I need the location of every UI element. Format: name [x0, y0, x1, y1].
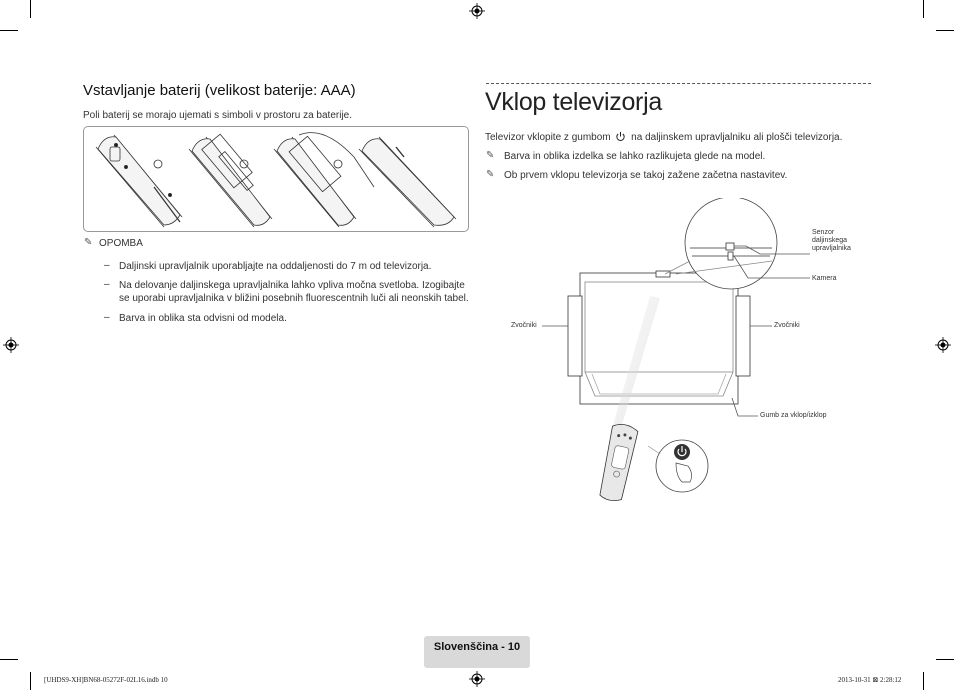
crop-mark	[936, 30, 954, 31]
sensor-label-line: Senzor	[812, 229, 835, 236]
page-number-text: Slovenščina - 10	[433, 641, 521, 653]
page-number-badge: Slovenščina - 10	[424, 636, 530, 668]
note-item: Daljinski upravljalnik uporabljajte na o…	[119, 261, 432, 272]
crop-mark	[0, 30, 18, 31]
registration-mark-icon	[469, 3, 485, 19]
power-intro-start: Televizor vklopite z gumbom	[485, 132, 611, 143]
registration-mark-icon	[469, 671, 485, 687]
power-intro: Televizor vklopite z gumbom na daljinske…	[485, 131, 842, 144]
battery-illustration	[83, 126, 469, 232]
speakers-left-label: Zvočniki	[511, 322, 537, 329]
sensor-label-line: upravljalnika	[812, 245, 851, 252]
registration-mark-icon	[3, 337, 19, 353]
list-bullet: –	[104, 279, 110, 290]
note-icon: ✎	[84, 237, 93, 248]
crop-mark	[0, 659, 18, 660]
camera-label: Kamera	[812, 275, 837, 282]
registration-mark-icon	[935, 337, 951, 353]
sensor-label: Senzor daljinskega upravljalnika	[812, 229, 851, 253]
battery-heading: Vstavljanje baterij (velikost baterije: …	[83, 82, 356, 99]
title-rule	[486, 83, 871, 84]
power-icon	[616, 131, 626, 141]
bullet-item: Ob prvem vklopu televizorja se takoj zaž…	[504, 170, 788, 181]
note-item: Barva in oblika sta odvisni od modela.	[119, 313, 287, 324]
crop-mark	[923, 0, 924, 18]
note-item: Na delovanje daljinskega upravljalnika l…	[119, 280, 465, 291]
date-slug: 2013-10-31 ⊠ 2:28:12	[838, 676, 902, 684]
page-title: Vklop televizorja	[485, 88, 662, 116]
crop-mark	[923, 672, 924, 690]
bullet-item: Barva in oblika izdelka se lahko razliku…	[504, 151, 766, 162]
tv-illustration	[542, 198, 810, 502]
list-bullet: –	[104, 260, 110, 271]
crop-mark	[936, 659, 954, 660]
power-button-label: Gumb za vklop/izklop	[760, 412, 827, 419]
speakers-right-label: Zvočniki	[774, 322, 800, 329]
note-item: se uporabi upravljalnika v bližini poseb…	[119, 293, 469, 304]
list-bullet: –	[104, 312, 110, 323]
battery-intro: Poli baterij se morajo ujemati s simboli…	[83, 110, 352, 121]
note-label: OPOMBA	[99, 238, 143, 249]
note-icon: ✎	[486, 169, 495, 180]
crop-mark	[30, 0, 31, 18]
power-intro-end: na daljinskem upravljalniku ali plošči t…	[631, 132, 843, 143]
note-icon: ✎	[486, 150, 495, 161]
sensor-label-line: daljinskega	[812, 237, 848, 244]
file-slug: [UHDS9-XH]BN68-05272F-02L16.indb 10	[44, 676, 168, 684]
crop-mark	[30, 672, 31, 690]
